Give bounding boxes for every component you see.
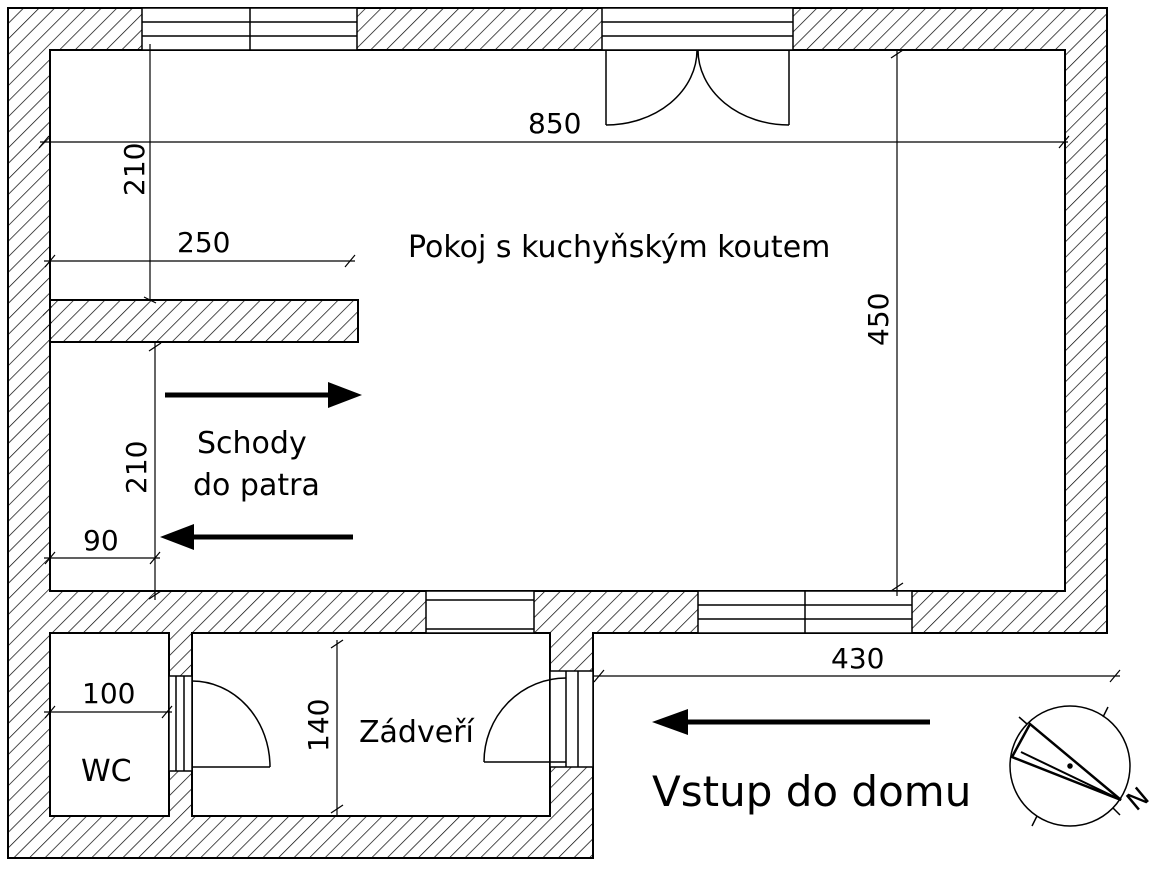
dim-partition-length: 250 bbox=[177, 226, 230, 259]
label-wc: WC bbox=[81, 754, 132, 789]
label-main-room: Pokoj s kuchyňským koutem bbox=[408, 230, 830, 265]
stairs-arrow-right bbox=[165, 382, 362, 408]
entrance-arrow bbox=[652, 709, 930, 735]
dim-upper-left-height: 210 bbox=[118, 143, 151, 196]
partition-wall bbox=[49, 299, 359, 343]
arrows bbox=[160, 382, 930, 735]
window-bottom-right bbox=[697, 590, 913, 634]
window-middle-wall bbox=[425, 590, 535, 634]
stairs-arrow-left bbox=[160, 524, 353, 550]
dim-porch-length: 430 bbox=[831, 642, 884, 675]
dim-depth-total: 450 bbox=[862, 293, 895, 346]
wc-door bbox=[168, 675, 271, 772]
dim-width-total: 850 bbox=[528, 107, 581, 140]
dim-vestibule-height: 140 bbox=[302, 699, 335, 752]
label-entrance: Vstup do domu bbox=[652, 767, 971, 816]
label-vestibule: Zádveří bbox=[359, 715, 476, 750]
compass-needle-icon bbox=[1010, 722, 1122, 802]
window-top-left bbox=[141, 7, 358, 51]
label-stairs-line2: do patra bbox=[193, 468, 320, 503]
balcony-door bbox=[605, 49, 790, 126]
compass: N bbox=[1009, 705, 1155, 827]
entrance-door bbox=[483, 670, 594, 768]
dim-wc-width: 100 bbox=[82, 677, 135, 710]
dim-stair-height: 210 bbox=[120, 441, 153, 494]
dimension-labels: 850 450 210 250 210 90 430 140 100 bbox=[82, 107, 895, 752]
dim-stair-width: 90 bbox=[83, 524, 119, 557]
balcony-door-frame bbox=[601, 7, 794, 51]
compass-circle bbox=[1009, 705, 1131, 827]
dimension-lines bbox=[38, 44, 1121, 816]
label-stairs-line1: Schody bbox=[197, 426, 307, 461]
doors bbox=[168, 49, 790, 772]
windows bbox=[141, 7, 913, 634]
room-labels: Pokoj s kuchyňským koutem Schody do patr… bbox=[81, 230, 971, 816]
